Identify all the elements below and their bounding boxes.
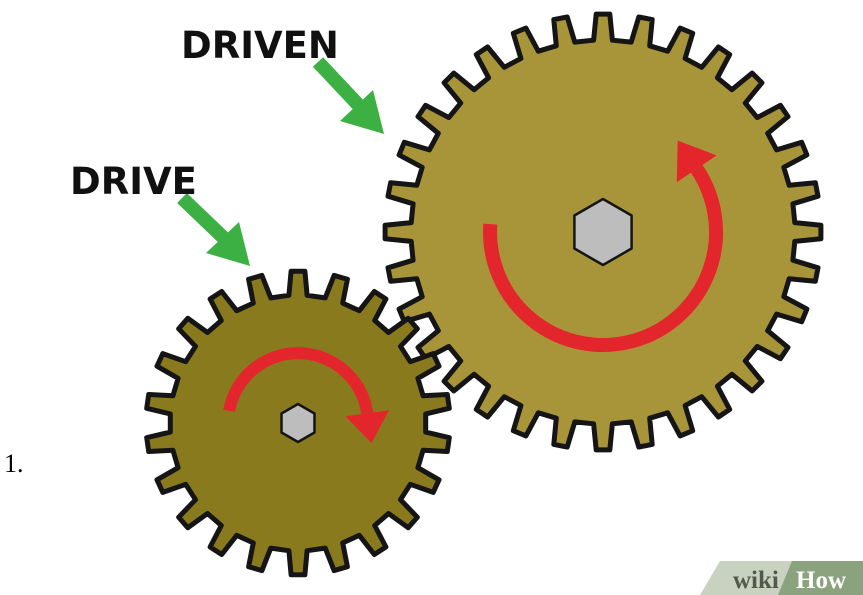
driven-label: DRIVEN — [181, 24, 339, 67]
drive-gear-axle-icon — [282, 404, 315, 442]
driven-gear — [385, 14, 821, 450]
drive-label: DRIVE — [70, 160, 197, 203]
watermark-wiki: wiki — [733, 567, 779, 594]
watermark-how: How — [796, 567, 846, 594]
driven-pointer-arrow-icon — [318, 62, 384, 134]
drive-pointer-arrow-icon — [182, 198, 250, 266]
wikihow-watermark: wiki How — [700, 561, 863, 595]
